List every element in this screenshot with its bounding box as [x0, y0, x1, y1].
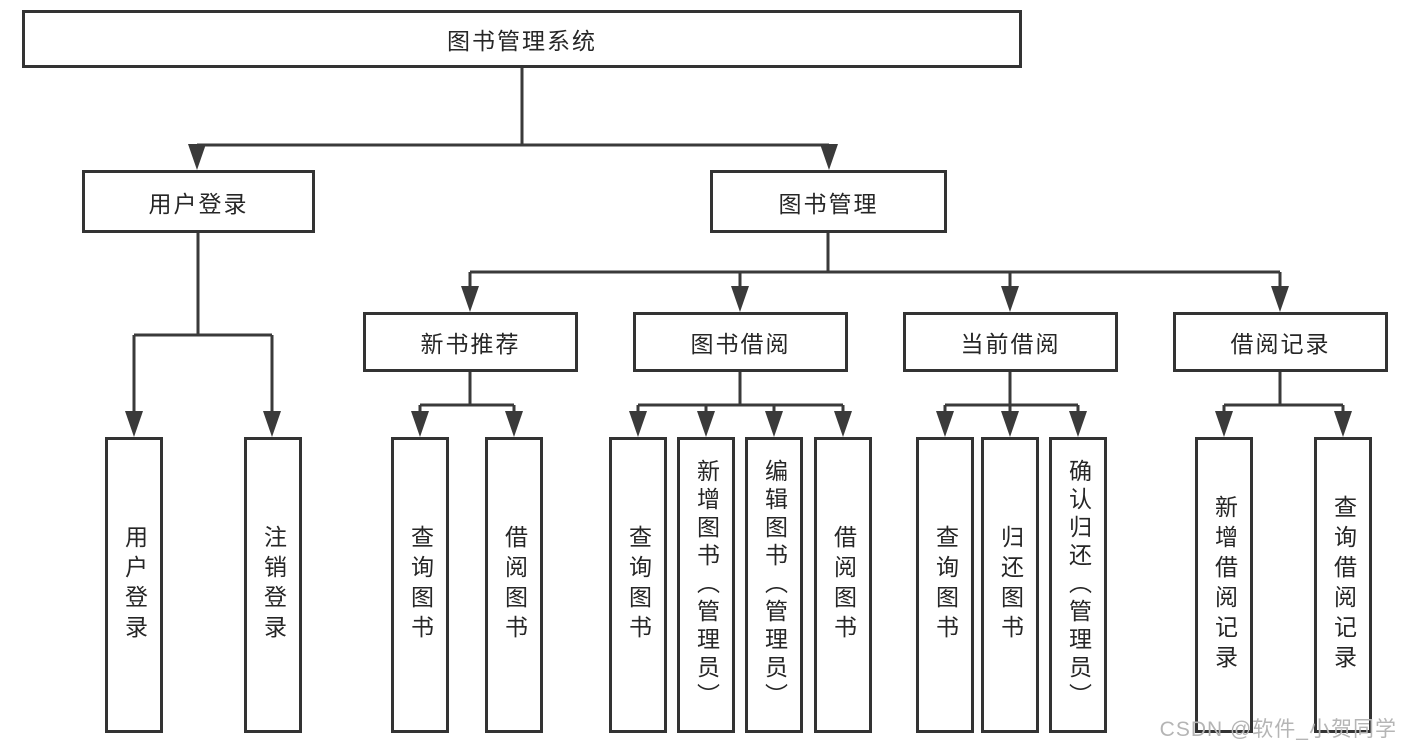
node-current-borrowing-label: 当前借阅 [960, 331, 1061, 357]
node-root-label: 图书管理系统 [447, 28, 597, 54]
node-user-login: 用户登录 [82, 170, 315, 233]
leaf-recommend-query-books: 查询图书 [391, 437, 449, 733]
node-borrowing-records-label: 借阅记录 [1230, 331, 1331, 357]
node-user-login-label: 用户登录 [148, 190, 249, 217]
node-book-management-label: 图书管理 [778, 190, 879, 217]
connector-book-borrowing [636, 372, 845, 425]
node-book-borrowing-label: 图书借阅 [690, 331, 791, 357]
node-current-borrowing: 当前借阅 [903, 312, 1118, 372]
connector-user-login [132, 233, 274, 425]
leaf-query-borrow-record: 查询借阅记录 [1314, 437, 1372, 733]
leaf-logout: 注销登录 [244, 437, 302, 733]
node-borrowing-records: 借阅记录 [1173, 312, 1388, 372]
node-book-borrowing: 图书借阅 [633, 312, 848, 372]
leaf-current-query-books: 查询图书 [916, 437, 974, 733]
leaf-edit-books-admin: 编辑图书（管理员） [745, 437, 803, 733]
leaf-borrow-books: 借阅图书 [814, 437, 872, 733]
leaf-add-borrow-record: 新增借阅记录 [1195, 437, 1253, 733]
node-root: 图书管理系统 [22, 10, 1022, 68]
csdn-watermark: CSDN @软件_小贺同学 [1159, 718, 1397, 741]
arrowheads [125, 144, 1352, 437]
connector-root [195, 68, 831, 158]
leaf-user-login: 用户登录 [105, 437, 163, 733]
leaf-confirm-return-admin: 确认归还（管理员） [1049, 437, 1107, 733]
connector-new-book [418, 372, 516, 425]
node-new-book-recommendation-label: 新书推荐 [420, 331, 521, 357]
connector-borrowing-records [1222, 372, 1345, 425]
connector-book-management [468, 233, 1282, 300]
leaf-borrowing-query-books: 查询图书 [609, 437, 667, 733]
node-book-management: 图书管理 [710, 170, 947, 233]
leaf-return-books: 归还图书 [981, 437, 1039, 733]
node-new-book-recommendation: 新书推荐 [363, 312, 578, 372]
leaf-recommend-borrow-books: 借阅图书 [485, 437, 543, 733]
leaf-add-books-admin: 新增图书（管理员） [677, 437, 735, 733]
